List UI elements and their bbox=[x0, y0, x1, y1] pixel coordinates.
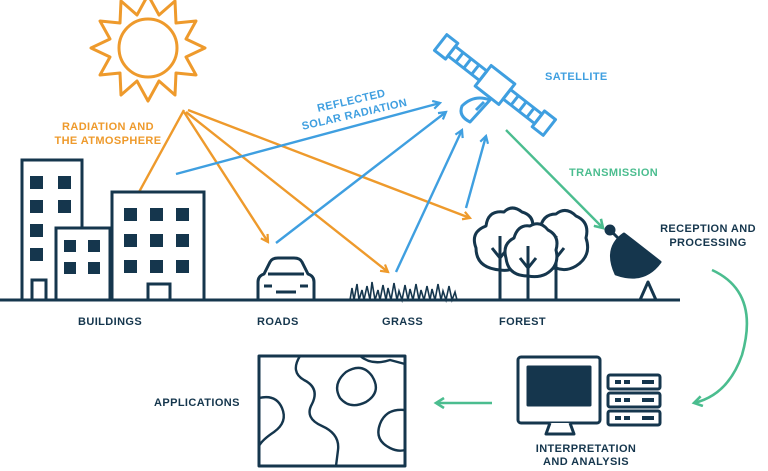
server-icon bbox=[606, 373, 662, 427]
forest-label: FOREST bbox=[499, 316, 547, 328]
reflected-radiation-arrows bbox=[175, 103, 486, 273]
reflected-arrow-grass bbox=[394, 130, 462, 273]
radiation-arrow-roads bbox=[182, 111, 268, 242]
buildings-icon bbox=[20, 158, 206, 302]
map-icon bbox=[257, 354, 407, 468]
reception-label-line1: RECEPTION AND bbox=[660, 223, 756, 235]
interpretation-label: INTERPRETATION AND ANALYSIS bbox=[526, 443, 646, 469]
interpretation-label-line2: AND ANALYSIS bbox=[543, 456, 629, 468]
transmission-arrow bbox=[505, 129, 603, 228]
grass-icon bbox=[349, 281, 458, 304]
radiation-label-line1: RADIATION AND bbox=[62, 121, 154, 133]
processing-arrow bbox=[694, 268, 749, 403]
sun-icon bbox=[89, 0, 207, 103]
satellite-icon bbox=[432, 33, 558, 137]
radiation-label-line2: THE ATMOSPHERE bbox=[54, 135, 162, 147]
buildings-label: BUILDINGS bbox=[78, 316, 143, 328]
radiation-label: RADIATION AND THE ATMOSPHERE bbox=[48, 120, 168, 148]
reception-label: RECEPTION AND PROCESSING bbox=[652, 222, 764, 250]
radiation-arrow-forest bbox=[187, 108, 470, 218]
car-icon bbox=[256, 256, 316, 302]
forest-icon bbox=[472, 206, 590, 300]
grass-label: GRASS bbox=[382, 316, 424, 328]
reception-label-line2: PROCESSING bbox=[669, 237, 747, 249]
satellite-label: SATELLITE bbox=[545, 71, 608, 83]
computer-icon bbox=[516, 355, 602, 436]
reflected-arrow-buildings bbox=[175, 103, 440, 176]
radiation-arrow-grass bbox=[185, 111, 388, 272]
roads-label: ROADS bbox=[257, 316, 299, 328]
reflected-arrow-roads bbox=[275, 112, 446, 244]
dish-antenna-icon bbox=[604, 224, 662, 301]
reflected-arrow-forest bbox=[464, 136, 486, 209]
transmission-label: TRANSMISSION bbox=[569, 167, 659, 179]
interpretation-label-line1: INTERPRETATION bbox=[535, 443, 637, 455]
applications-label: APPLICATIONS bbox=[154, 397, 240, 409]
